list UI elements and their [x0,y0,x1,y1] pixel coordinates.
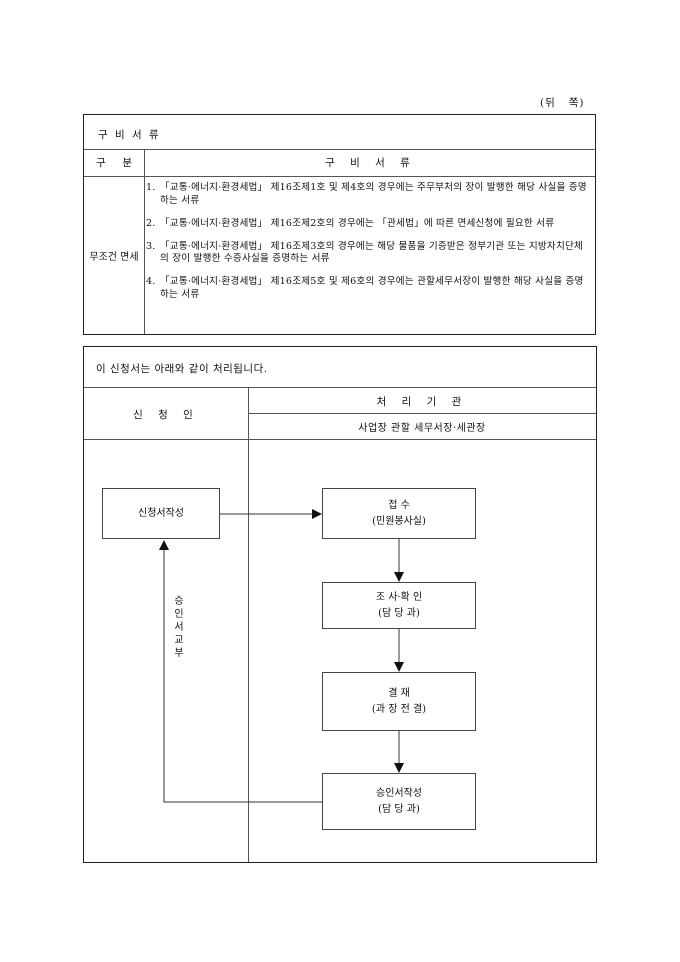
applicant-header: 신 청 인 [133,409,199,421]
step-label: 조 사·확 인 [375,591,423,603]
step-sublabel: (과 장 전 결) [371,703,427,715]
step-label: 결 재 [388,687,410,699]
item-number: 1. [146,182,156,193]
item-text: 「교통·에너지·환경세법」 제16조제5호 및 제6호의 경우에는 관할세무서장… [160,276,584,300]
item-number: 2. [146,217,156,229]
divider [248,413,596,414]
step-issue-approval: 승인서작성 (담 당 과) [322,773,476,830]
item-text: 「교통·에너지·환경세법」 제16조제1호 및 제4호의 경우에는 주무부처의 … [160,182,587,206]
step-receive: 접 수 (민원봉사실) [322,488,476,539]
divider [248,387,249,862]
step-label: 접 수 [388,499,410,511]
agency-subheader: 사업장 관할 세무서장·세관장 [358,423,486,434]
delivery-label: 승인서 교부 [174,596,184,659]
divider [144,149,145,334]
category-label: 무조건 면세 [89,252,139,263]
item-text: 「교통·에너지·환경세법」 제16조제2호의 경우에는 「관세법」에 따른 면세… [160,217,555,229]
process-flow-section: 이 신청서는 아래와 같이 처리됩니다. 신 청 인 처 리 기 관 사업장 관… [83,346,597,863]
process-intro-text: 이 신청서는 아래와 같이 처리됩니다. [96,363,268,375]
page-side-label: (뒤 쪽) [540,97,585,109]
flow-arrows [159,509,404,803]
divider [84,176,595,177]
divider [84,149,595,150]
column-header-documents: 구 비 서 류 [325,157,416,169]
required-documents-table: 구 비 서 류 구 분 구 비 서 류 무조건 면세 1. 「교통·에너지·환경… [83,114,596,335]
step-write-application: 신청서작성 [102,488,220,539]
item-number: 4. [146,276,156,287]
arrow-issue-to-applicant [159,540,322,803]
item-number: 3. [146,240,156,252]
list-item: 4. 「교통·에너지·환경세법」 제16조제5호 및 제6호의 경우에는 관할세… [146,276,589,301]
step-label: 신청서작성 [138,507,184,519]
step-sublabel: (민원봉사실) [372,515,426,527]
document-list: 1. 「교통·에너지·환경세법」 제16조제1호 및 제4호의 경우에는 주무부… [146,182,589,312]
item-text: 「교통·에너지·환경세법」 제16조제3호의 경우에는 해당 물품을 기증받은 … [160,240,584,265]
step-sublabel: (담 당 과) [378,803,420,815]
agency-header: 처 리 기 관 [376,396,468,408]
step-review: 조 사·확 인 (담 당 과) [322,582,476,629]
list-item: 2. 「교통·에너지·환경세법」 제16조제2호의 경우에는 「관세법」에 따른… [146,218,589,231]
step-label: 승인서작성 [376,787,422,799]
list-item: 1. 「교통·에너지·환경세법」 제16조제1호 및 제4호의 경우에는 주무부… [146,182,589,207]
step-sublabel: (담 당 과) [378,607,420,619]
column-header-category: 구 분 [95,157,132,169]
step-approve: 결 재 (과 장 전 결) [322,672,476,731]
list-item: 3. 「교통·에너지·환경세법」 제16조제3호의 경우에는 해당 물품을 기증… [146,241,589,266]
divider [84,439,596,440]
divider [84,387,596,388]
documents-section-title: 구 비 서 류 [98,129,161,141]
